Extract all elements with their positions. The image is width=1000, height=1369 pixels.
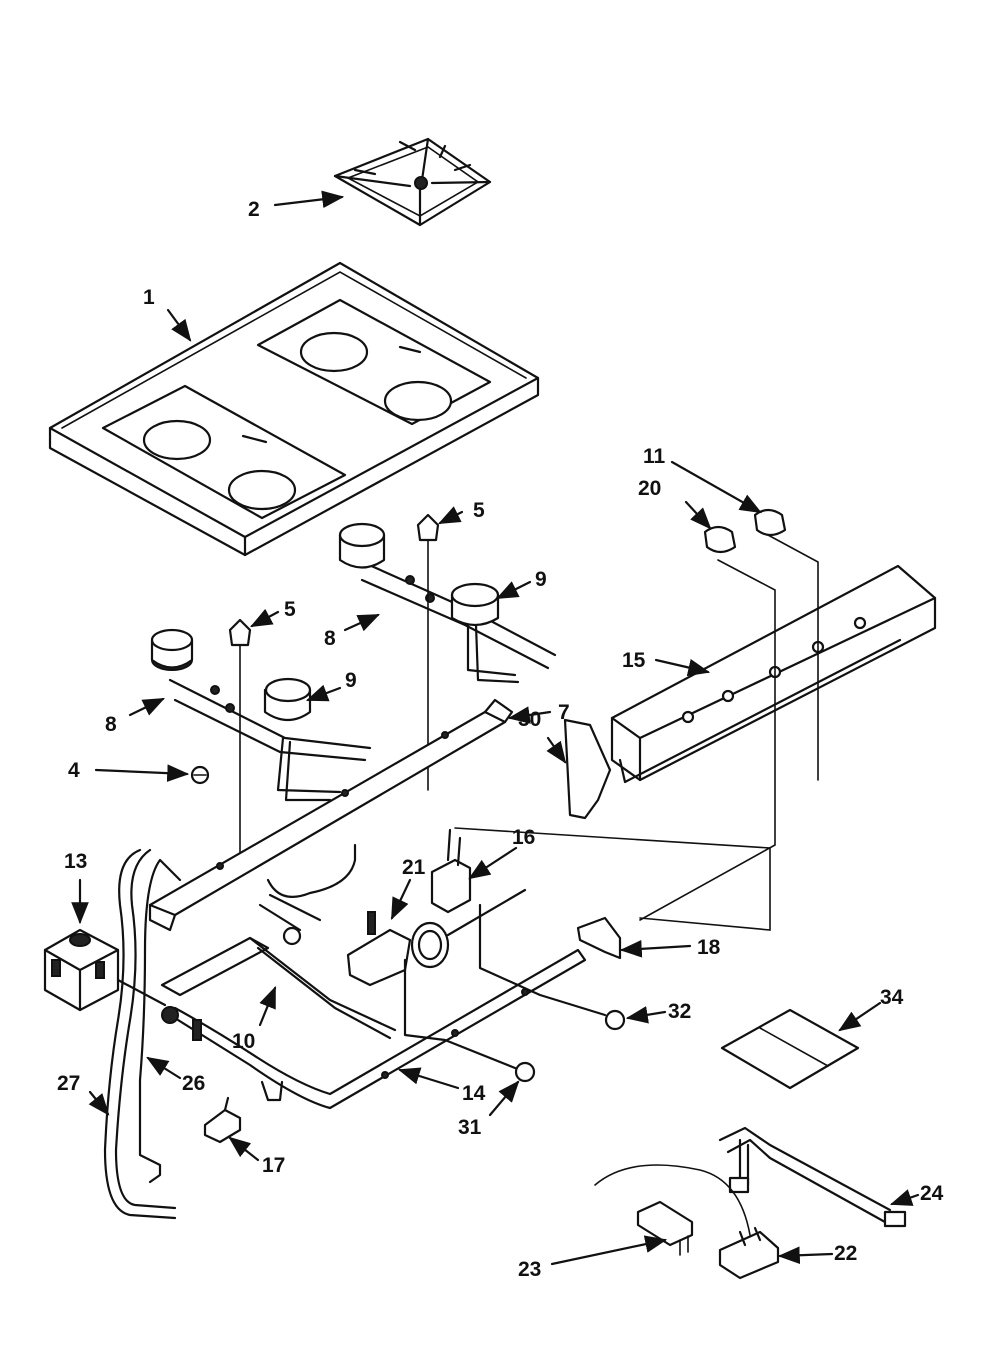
screw <box>190 765 210 785</box>
orifice-hood <box>228 513 440 861</box>
screw-32 <box>604 1009 626 1031</box>
gas-tube <box>138 858 182 1184</box>
callout-2: 2 <box>248 198 260 221</box>
valve-bracket <box>576 916 622 960</box>
callout-9a: 9 <box>345 669 357 692</box>
burner-valve <box>346 888 527 1072</box>
left-burner-assembly <box>150 628 372 802</box>
callout-10: 10 <box>232 1030 255 1053</box>
callout-21: 21 <box>402 856 426 879</box>
callout-4: 4 <box>68 759 80 782</box>
callout-17: 17 <box>262 1154 285 1177</box>
warning-label-sheet <box>720 1008 860 1090</box>
igniter-assembly <box>594 1126 907 1280</box>
callout-15: 15 <box>622 649 646 672</box>
callout-9b: 9 <box>535 568 547 591</box>
callout-22: 22 <box>834 1242 857 1265</box>
cooktop-main-top <box>48 261 540 557</box>
callout-8a: 8 <box>105 713 117 736</box>
spark-switch <box>430 827 771 1017</box>
callout-11: 11 <box>643 445 666 468</box>
burner-support-bracket <box>148 698 514 932</box>
callout-26: 26 <box>182 1072 205 1095</box>
callout-30: 30 <box>518 708 541 731</box>
callout-20: 20 <box>638 477 661 500</box>
manifold-clip <box>203 1096 242 1144</box>
side-bracket <box>563 718 612 820</box>
control-knob <box>703 508 787 554</box>
callout-24: 24 <box>920 1182 944 1205</box>
manifold-bracket <box>160 843 397 1040</box>
control-panel <box>610 534 937 921</box>
callout-14: 14 <box>462 1082 486 1105</box>
main-gas-tube <box>103 848 177 1220</box>
callout-27: 27 <box>57 1072 80 1095</box>
callout-5a: 5 <box>473 499 485 522</box>
callout-13: 13 <box>64 850 87 873</box>
callout-16: 16 <box>512 826 535 849</box>
right-burner-assembly <box>338 522 557 684</box>
callout-18: 18 <box>697 936 721 959</box>
callout-34: 34 <box>880 986 904 1009</box>
callout-23: 23 <box>518 1258 541 1281</box>
callout-7: 7 <box>558 701 570 724</box>
callout-1: 1 <box>143 286 155 309</box>
callout-8b: 8 <box>324 627 336 650</box>
pressure-regulator <box>43 928 167 1012</box>
callout-32: 32 <box>668 1000 691 1023</box>
leader-lines <box>71 190 920 1266</box>
burner-grate <box>333 137 492 227</box>
callout-labels: 1 2 4 5 5 7 8 8 9 9 10 11 13 14 15 16 17… <box>57 198 944 1281</box>
screw-31 <box>514 1061 536 1083</box>
callout-31: 31 <box>458 1116 482 1139</box>
callout-5b: 5 <box>284 598 296 621</box>
